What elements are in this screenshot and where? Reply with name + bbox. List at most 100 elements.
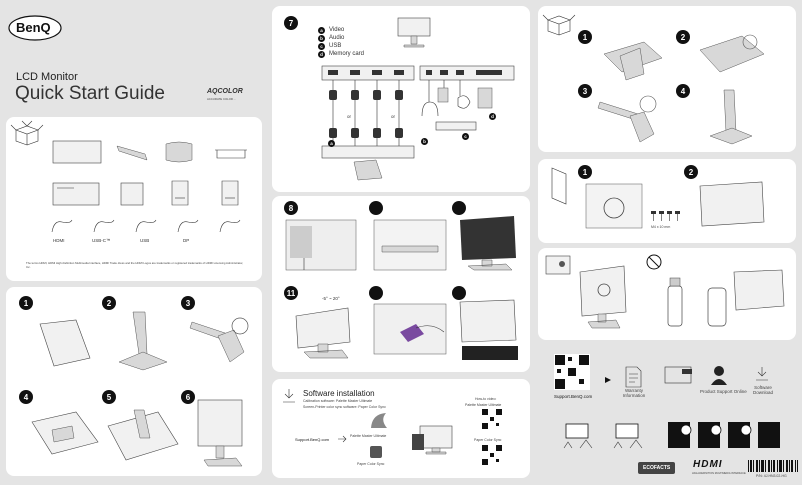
aqcolor-tagline: ACCURATE COLOR ... <box>207 97 237 101</box>
cable-label-usb: USB <box>140 238 150 243</box>
right-step-1: 1 <box>578 30 592 44</box>
legend-audio: Audio <box>329 35 345 41</box>
monitor-back-icon <box>397 17 431 48</box>
screw-size-label: M4 x 10 mm <box>651 225 671 229</box>
qr2-label: Paper Color Sync <box>474 438 502 442</box>
legend-key-a: a <box>318 27 325 34</box>
wall-step-1: 1 <box>578 165 592 179</box>
step-number-10 <box>452 201 466 215</box>
aqcolor-logo: AQCOLOR <box>207 88 243 95</box>
step11-illustration <box>295 307 351 359</box>
pcs-app-icon <box>370 446 382 458</box>
tilt-range-label: -5° ~ 20° <box>322 296 340 301</box>
step6-illustration <box>197 399 243 467</box>
qr-code-pcs[interactable] <box>481 444 503 466</box>
step10-illustration <box>460 216 516 271</box>
usbc-cable-icon <box>93 219 115 233</box>
temperature-storage-icons <box>563 423 643 449</box>
legend-key-b: b <box>318 35 325 42</box>
cable-label-hdmi: HDMI <box>53 238 65 243</box>
cleaning-illustration <box>579 265 627 329</box>
step4-illustration <box>31 411 99 455</box>
step1-illustration <box>39 319 91 367</box>
wall-step-2: 2 <box>684 165 698 179</box>
qr-code-pmu[interactable] <box>481 408 503 430</box>
wall-plate-icon <box>551 167 567 205</box>
barcode <box>748 460 798 472</box>
step-number-8: 8 <box>284 201 298 215</box>
support-url-link[interactable]: Support.BenQ.com <box>295 437 330 442</box>
benq-logo <box>8 15 62 41</box>
step-number-2: 2 <box>102 296 116 310</box>
cover-title: Quick Start Guide <box>15 83 165 104</box>
step-number-9 <box>369 201 383 215</box>
callout-c: c <box>462 133 469 140</box>
warranty-card-item <box>171 180 189 206</box>
trademark-note: The terms HDMI, HDMI High-Definition Mul… <box>26 261 244 269</box>
calibrator-icon <box>545 255 571 275</box>
support-url-right[interactable]: Support.BenQ.com <box>554 394 593 399</box>
software-line2: Screen-Printer color sync software: Pape… <box>303 405 386 409</box>
r-step3-illustration <box>597 95 657 143</box>
right-step-3: 3 <box>578 84 592 98</box>
r-step1-illustration <box>603 41 663 81</box>
stand-base-item <box>165 141 193 163</box>
howto-label: How-to video: <box>475 397 497 401</box>
callout-d: d <box>489 113 496 120</box>
computer-icon <box>412 425 453 455</box>
power-cord-icon <box>219 219 241 233</box>
registration-card-icon <box>664 366 692 384</box>
safety-card-item <box>221 180 239 206</box>
legend-memory-card: Memory card <box>329 51 365 57</box>
barcode-text: P/N: 4J.HN3.02-HG <box>756 474 787 478</box>
calibration-report-item <box>120 182 144 206</box>
callout-a: a <box>328 140 335 147</box>
right-step-2: 2 <box>676 30 690 44</box>
step-number-13 <box>452 286 466 300</box>
legend-key-d: d <box>318 51 325 58</box>
howto-sublabel: Palette Master Ultimate <box>465 403 502 407</box>
arrow-icon <box>338 435 347 443</box>
hdmi-cable-icon <box>51 219 73 233</box>
hood-item <box>215 149 247 159</box>
benq-logo-text: BenQ <box>16 20 51 35</box>
step9-illustration <box>373 219 447 271</box>
step5-illustration <box>107 409 179 461</box>
guide-booklet-item <box>52 182 100 206</box>
step8-illustration <box>285 219 357 271</box>
monitor-back-wall-illustration <box>699 181 765 227</box>
step-number-12 <box>369 286 383 300</box>
callout-b: b <box>421 138 428 145</box>
legend-key-c: c <box>318 43 325 50</box>
warranty-doc-icon <box>625 366 642 388</box>
step13-illustration <box>459 299 518 360</box>
spray-warning-illustration <box>667 269 785 327</box>
ecofacts-logo: ECOFACTS <box>638 462 676 474</box>
screws-icon <box>651 211 680 221</box>
step3-illustration <box>189 317 249 363</box>
software-download-icon <box>756 367 768 381</box>
cover-subtitle: LCD Monitor <box>16 71 78 83</box>
step-number-1: 1 <box>19 296 33 310</box>
play-arrow-icon <box>605 377 611 383</box>
support-qr-code[interactable] <box>554 354 590 390</box>
or-label-2: or <box>391 114 396 119</box>
legend-usb: USB <box>329 43 342 49</box>
r-step2-illustration <box>699 34 765 73</box>
software-download-label: Software Download <box>752 385 773 395</box>
prohibited-icon <box>646 254 662 270</box>
product-support-label: Product Support Online <box>700 389 747 394</box>
box-icon <box>10 120 44 146</box>
right-step-4: 4 <box>676 84 690 98</box>
pmu-app-icon <box>371 413 387 428</box>
screw-removal-illustration <box>585 183 643 229</box>
step-number-4: 4 <box>19 390 33 404</box>
hdmi-logo: HDMI <box>693 459 723 470</box>
pcs-label: Paper Color Sync <box>357 462 385 466</box>
or-label-1: or <box>347 114 352 119</box>
dp-cable-icon <box>177 219 199 233</box>
step2-illustration <box>118 311 168 371</box>
hdmi-sub-label: HIGH-DEFINITION MULTIMEDIA INTERFACE <box>692 472 746 475</box>
software-line1: Calibration software: Palette Master Ult… <box>303 399 373 403</box>
step-number-7: 7 <box>284 16 298 30</box>
